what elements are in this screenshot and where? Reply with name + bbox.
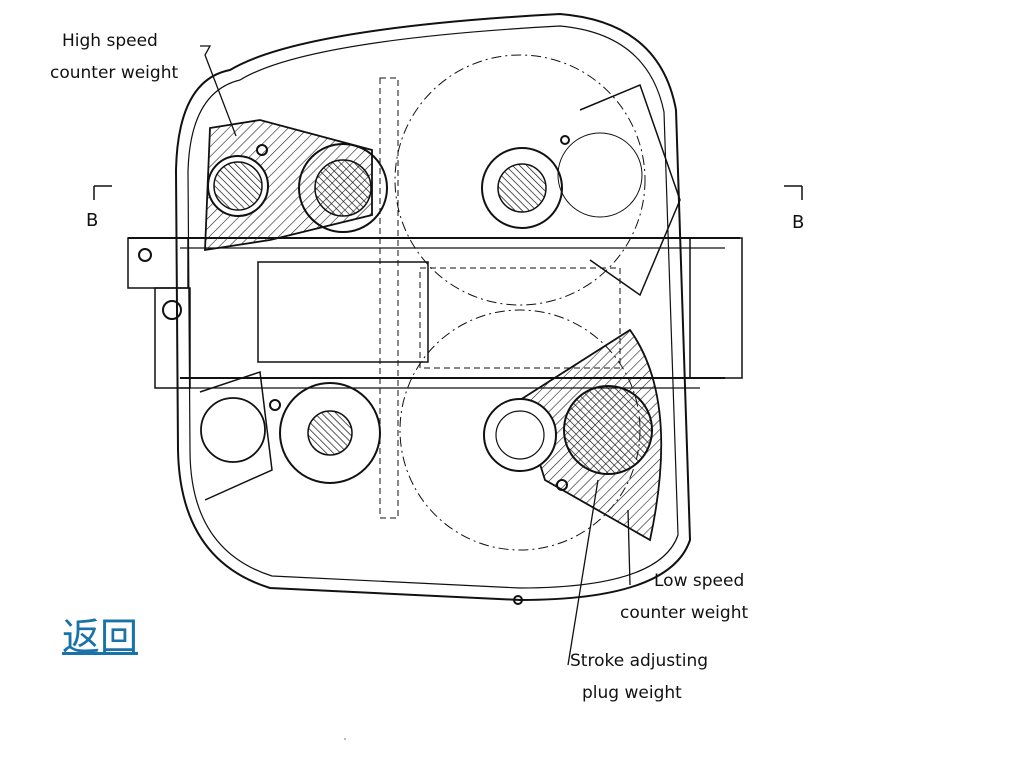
stroke-leader [567,479,599,666]
large-gear-upper [394,54,646,306]
frame-right-plate [689,237,743,379]
low-speed-leader [627,509,631,586]
label-stroke-1: Stroke adjusting [570,651,708,671]
section-marker-right: B [792,212,804,233]
label-low-speed-1: Low speed [654,571,744,591]
stroke-adjusting-plug [563,385,653,475]
decorative-dot [344,738,346,740]
frame-left-plate [127,237,189,289]
label-high-speed-1: High speed [62,31,158,51]
frame-left-bracket [154,287,191,389]
label-high-speed-2: counter weight [50,63,178,83]
housing-inner-outline [187,25,679,589]
high-speed-counterweight [204,119,373,252]
label-low-speed-2: counter weight [620,603,748,623]
back-link[interactable]: 返回 [62,615,139,659]
high-speed-leader [200,45,237,137]
label-stroke-2: plug weight [582,683,682,703]
housing-outline [174,12,692,602]
section-marker-left: B [86,210,98,231]
